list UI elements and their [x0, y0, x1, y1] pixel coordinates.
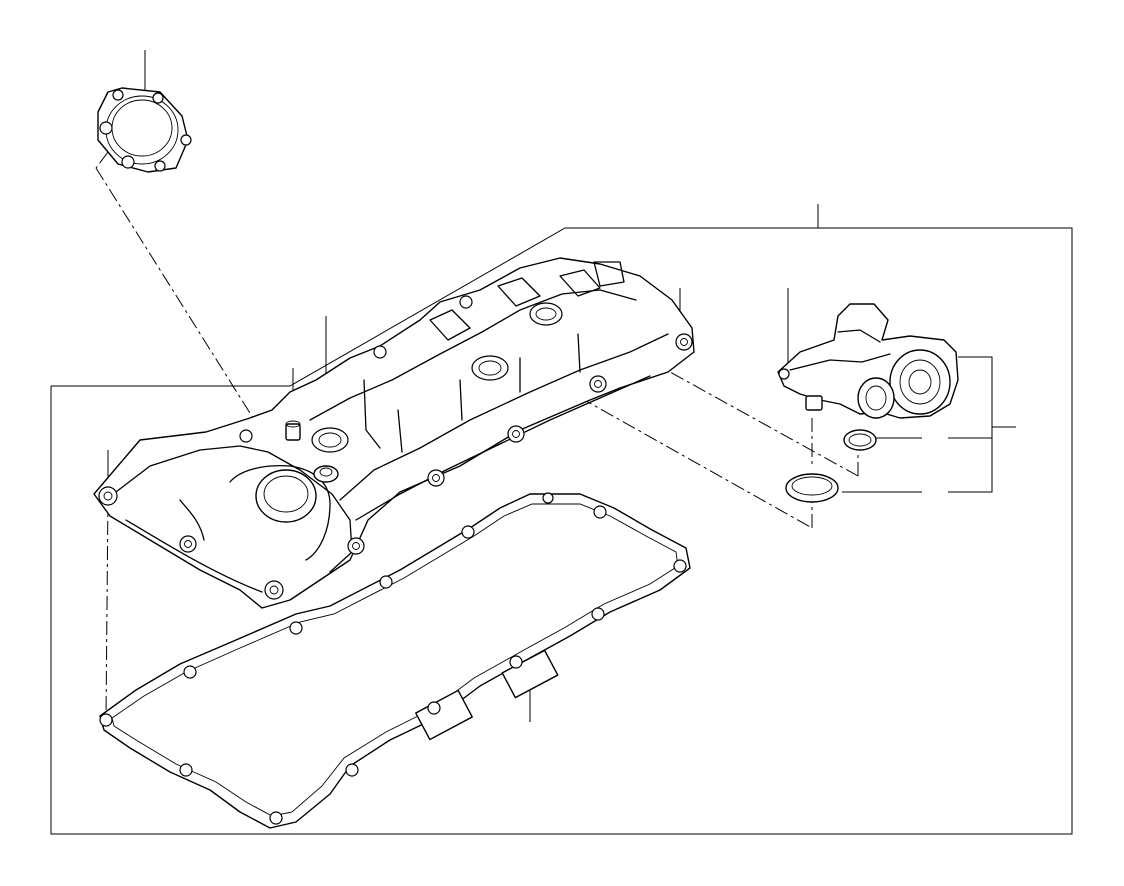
oil-filler-cap[interactable] [97, 87, 192, 173]
assembly-frame [50, 204, 1073, 835]
cover-grommet[interactable] [313, 465, 339, 483]
valve-o-ring-large[interactable] [785, 473, 839, 503]
leader-lines [107, 50, 1016, 722]
cylinder-head-cover[interactable] [93, 257, 695, 609]
cover-mounting-bolt[interactable] [285, 420, 301, 441]
pressure-control-valve[interactable] [777, 303, 959, 419]
valve-o-ring-small[interactable] [843, 429, 877, 451]
cover-gasket[interactable] [99, 492, 691, 829]
